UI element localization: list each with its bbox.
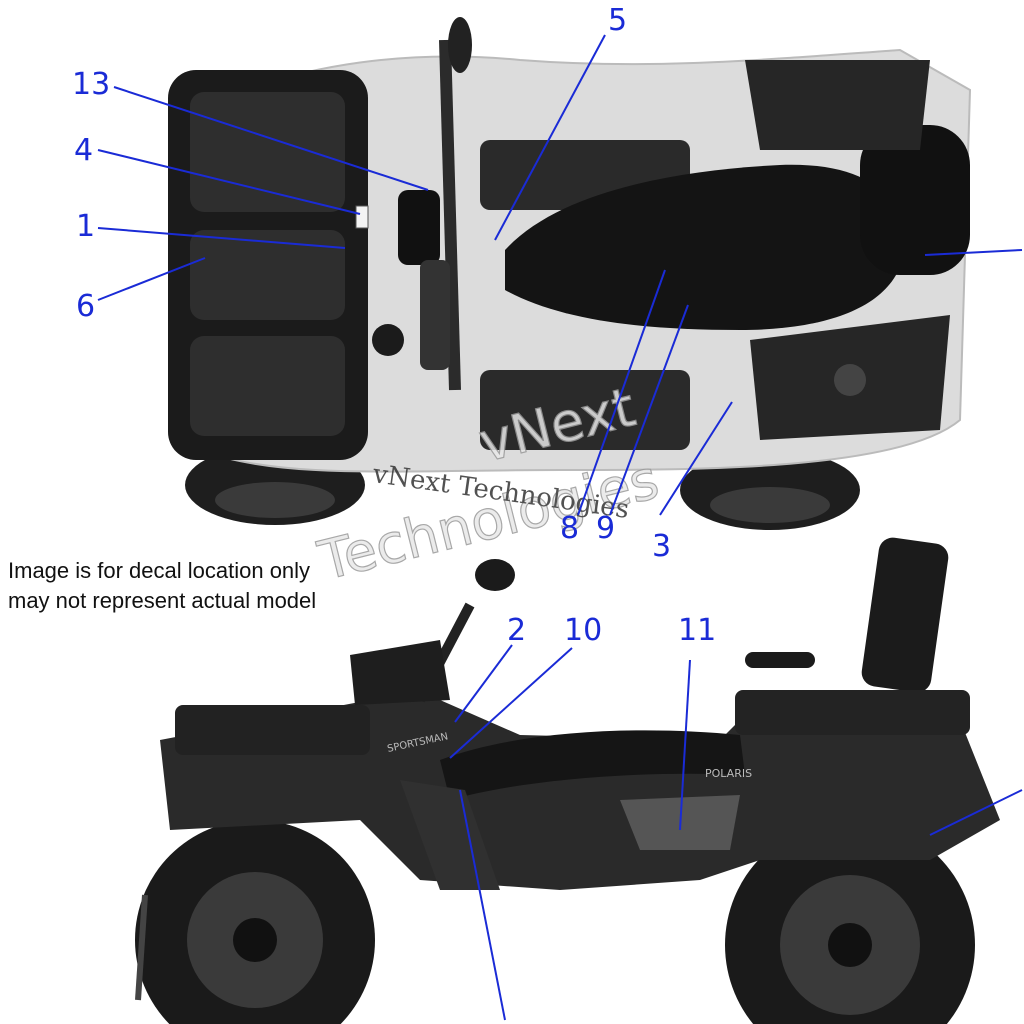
callout-5: 5 [608, 3, 627, 38]
atv-side-view: SPORTSMAN POLARIS [135, 537, 1000, 1024]
note-line-2: may not represent actual model [8, 588, 317, 613]
callout-8: 8 [560, 511, 579, 546]
callout-13: 13 [72, 67, 110, 102]
callout-labels: 13 4 1 6 5 8 9 3 2 10 11 [72, 3, 716, 648]
callout-9: 9 [596, 511, 615, 546]
decal-disclaimer-note: Image is for decal location only may not… [8, 556, 316, 616]
callout-11: 11 [678, 613, 716, 648]
callout-6: 6 [76, 289, 95, 324]
callout-4: 4 [74, 133, 93, 168]
note-line-1: Image is for decal location only [8, 558, 311, 583]
callout-leaders [97, 34, 1023, 1021]
atv-top-view [168, 17, 972, 530]
callout-1: 1 [76, 209, 95, 244]
callout-10: 10 [564, 613, 602, 648]
brand-decal-text: POLARIS [705, 767, 752, 780]
callout-3: 3 [652, 529, 671, 564]
callout-2: 2 [507, 613, 526, 648]
